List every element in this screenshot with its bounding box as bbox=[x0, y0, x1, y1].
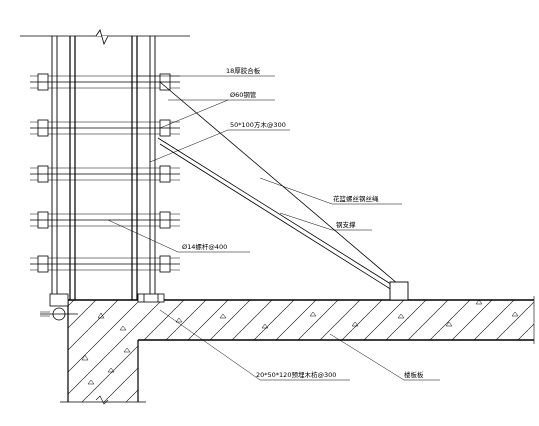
label-floor-slab: 楼板板 bbox=[404, 370, 424, 379]
label-steel-brace: 钢支撑 bbox=[336, 220, 356, 229]
floor-slab bbox=[68, 296, 535, 344]
leader-lines bbox=[107, 75, 440, 381]
label-bolt: Ø14螺杆@400 bbox=[182, 242, 227, 251]
label-turnbuckle-wire: 花篮螺丝钢丝绳 bbox=[333, 194, 379, 203]
formwork-base-details bbox=[40, 293, 165, 321]
concrete-aggregate-marks bbox=[81, 299, 519, 385]
label-embedded-timber: 20*50*120预埋木枋@300 bbox=[256, 370, 336, 379]
diagonal-brace bbox=[157, 81, 409, 301]
through-bolts bbox=[30, 73, 180, 273]
label-steel-pipe: Ø60钢管 bbox=[230, 90, 257, 99]
bolt-row bbox=[30, 165, 180, 183]
bolt-row bbox=[30, 255, 180, 273]
bolt-row bbox=[30, 211, 180, 229]
label-timber: 50*100方木@300 bbox=[230, 120, 286, 129]
label-plywood: 18厚胶合板 bbox=[226, 66, 261, 75]
annotations: 18厚胶合板 Ø60钢管 50*100方木@300 花篮螺丝钢丝绳 钢支撑 Ø1… bbox=[182, 66, 424, 379]
bolt-row bbox=[30, 73, 180, 91]
concrete-wall-lower bbox=[60, 300, 146, 405]
bolt-row bbox=[30, 119, 180, 137]
